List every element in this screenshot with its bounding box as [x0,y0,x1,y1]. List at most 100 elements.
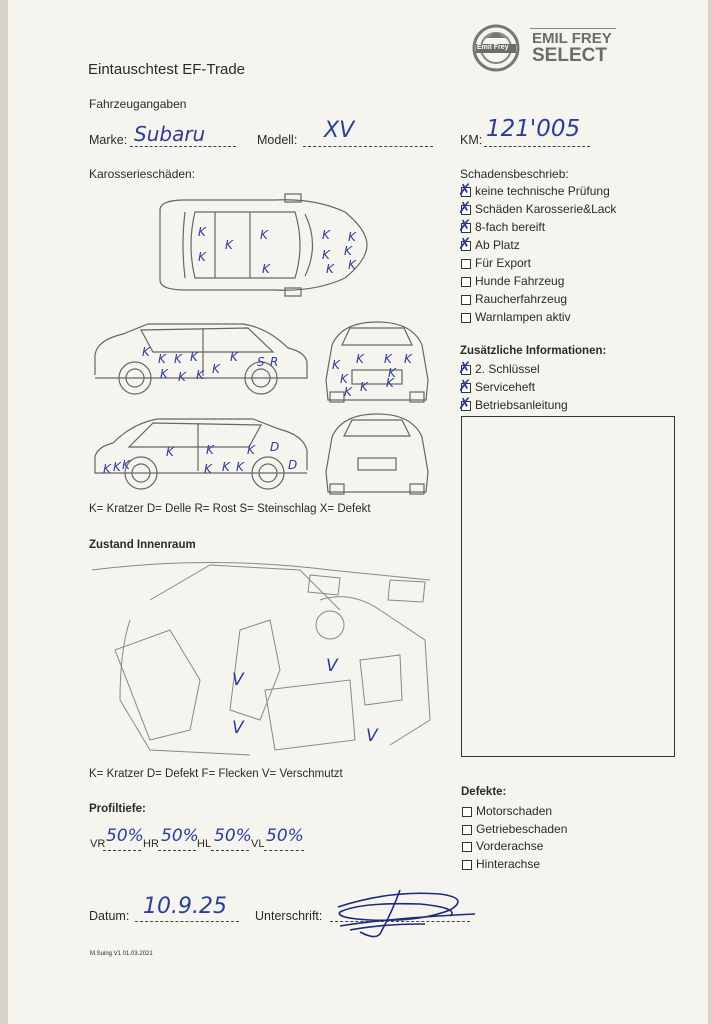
body-damage-mark: K [386,376,394,390]
damage-item-check-mark-icon: ✗ [458,234,472,253]
km-value: 121'005 [486,116,581,142]
damage-item-label: Hunde Fahrzeug [475,274,565,288]
damage-item-checkbox[interactable] [461,313,471,323]
damage-item-checkbox[interactable] [461,241,471,251]
interior-diagram [91,562,431,756]
body-damage-mark: K [103,462,111,476]
defect-item-checkbox[interactable] [462,824,472,835]
body-damage-mark: K [344,385,352,399]
body-damage-mark: K [198,225,206,239]
interior-legend: K= Kratzer D= Defekt F= Flecken V= Versc… [89,768,343,780]
damage-item-label: Ab Platz [475,238,520,252]
body-damage-mark: D [288,458,298,472]
body-damage-mark: R [270,355,279,369]
body-damage-mark: K [178,370,186,384]
logo-small-text: Emil Frey [477,44,509,51]
body-damage-mark: K [196,368,204,382]
notes-box[interactable] [461,416,675,757]
body-damage-section-title: Karosserieschäden: [89,167,196,181]
body-damage-mark: K [204,462,212,476]
version-note: M.Suing V1 01.03.2021 [90,951,153,957]
tire-vr-label: VR [90,838,106,850]
body-damage-mark: K [160,367,168,381]
defect-item-label: Motorschaden [476,804,553,818]
interior-section-title: Zustand Innenraum [89,539,196,551]
additional-info-title: Zusätzliche Informationen: [460,345,607,357]
damage-item-checkbox[interactable] [461,277,471,287]
tire-vr-field[interactable] [103,850,141,851]
logo-line-1: EMIL FREY [532,30,612,47]
tire-vl-value: 50% [266,826,304,846]
body-damage-mark: K [158,352,166,366]
car-diagram-front-view [325,321,429,403]
car-diagram-rear-view [325,413,429,495]
signature-field[interactable] [330,921,470,922]
body-damage-mark: K [206,443,214,457]
body-damage-mark: K [122,458,130,472]
vehicle-section-title: Fahrzeugangaben [89,97,187,111]
body-damage-mark: K [260,228,268,242]
tire-hr-label: HR [143,838,159,850]
logo-rule [530,28,616,29]
damage-item-checkbox[interactable] [461,205,471,215]
body-damage-mark: K [236,460,244,474]
damage-item-label: Schäden Karosserie&Lack [475,202,617,216]
damage-item-checkbox[interactable] [461,259,471,269]
damage-item-checkbox[interactable] [461,187,471,197]
body-damage-mark: K [166,445,174,459]
modell-field[interactable] [303,146,433,147]
damage-item-checkbox[interactable] [461,223,471,233]
body-damage-mark: K [348,258,356,272]
defect-item-checkbox[interactable] [462,842,472,852]
tire-hl-value: 50% [214,826,252,846]
modell-value: XV [324,118,355,143]
damage-item-label: Warnlampen aktiv [475,310,571,324]
additional-item-label: 2. Schlüssel [475,362,540,376]
interior-mark: V [366,726,378,746]
body-damage-mark: K [212,362,220,376]
body-damage-mark: K [384,352,392,366]
additional-item-label: Serviceheft [475,380,536,394]
additional-item-checkbox[interactable] [461,401,471,411]
damage-item-check-mark-icon: ✗ [458,216,472,235]
body-damage-mark: K [230,350,238,364]
body-damage-mark: K [174,352,182,366]
page-title: Eintauschtest EF-Trade [88,61,246,78]
damage-item-check-mark-icon: ✗ [458,180,472,199]
body-damage-mark: K [340,372,348,386]
body-damage-mark: K [322,248,330,262]
damage-item-label: Für Export [475,256,532,270]
body-damage-mark: K [142,345,150,359]
unterschrift-label: Unterschrift: [255,909,323,923]
damage-item-label: Raucherfahrzeug [475,292,568,306]
km-label: KM: [460,133,483,147]
additional-item-checkbox[interactable] [461,365,471,375]
body-damage-mark: K [388,366,396,380]
body-damage-mark: K [332,358,340,372]
datum-value: 10.9.25 [143,894,227,919]
damage-item-checkbox[interactable] [461,295,471,305]
tire-hr-field[interactable] [158,850,196,851]
defect-item-checkbox[interactable] [462,859,472,870]
damage-item-label: keine technische Prüfung [475,184,610,198]
damage-item-check-mark-icon: ✗ [458,198,472,217]
body-damage-mark: K [404,352,412,366]
interior-mark: V [232,670,244,690]
defects-section-title: Defekte: [461,786,507,798]
tire-vl-label: VL [251,838,265,850]
tire-hl-field[interactable] [211,850,249,851]
km-field[interactable] [484,146,590,147]
tires-section-title: Profiltiefe: [89,803,146,815]
damage-item-label: 8-fach bereift [475,220,546,234]
body-damage-mark: K [356,352,364,366]
form-sheet [8,0,708,1024]
defect-item-label: Getriebeschaden [476,821,568,836]
datum-field[interactable] [135,921,239,922]
body-damage-mark: K [326,262,334,276]
emil-frey-logo-icon [472,24,520,72]
body-damage-mark: S [257,355,265,369]
tire-vl-field[interactable] [264,850,304,851]
defect-item-checkbox[interactable] [462,807,472,817]
additional-item-checkbox[interactable] [461,383,471,393]
marke-field[interactable] [130,146,236,147]
